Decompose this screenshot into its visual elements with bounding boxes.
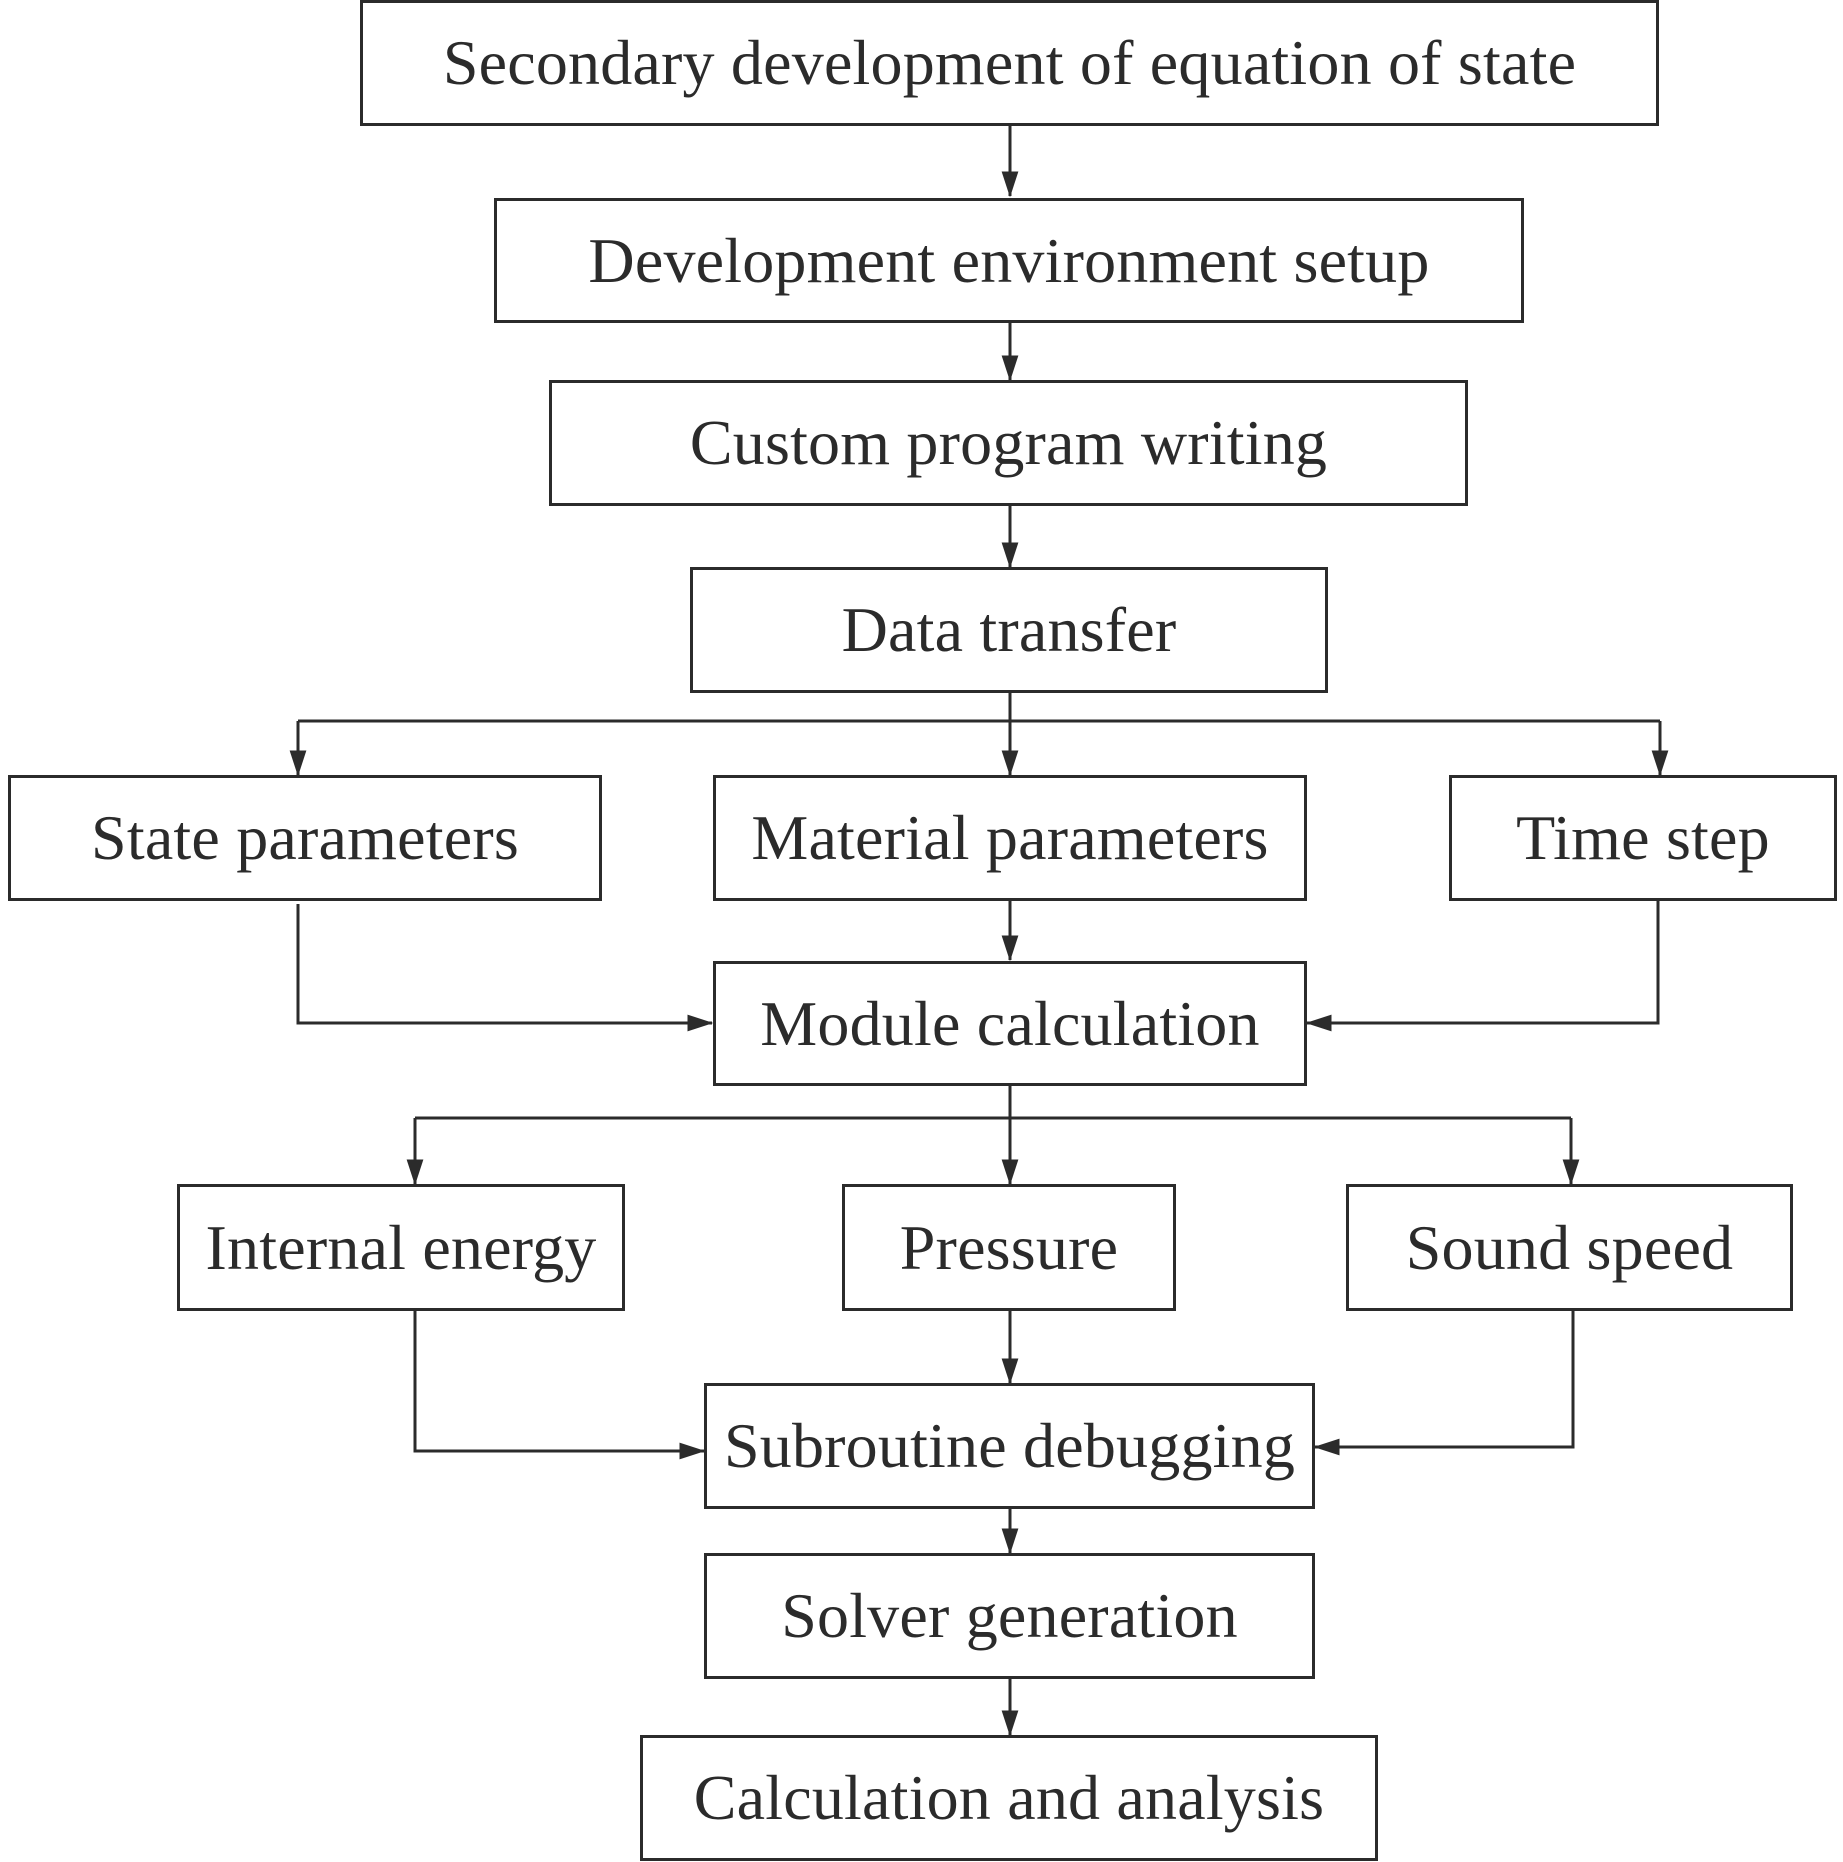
node-label: Development environment setup [588, 224, 1430, 296]
node-sound-speed: Sound speed [1346, 1184, 1793, 1311]
node-label: Subroutine debugging [723, 1410, 1296, 1481]
node-time-step: Time step [1449, 775, 1837, 901]
node-module-calculation: Module calculation [713, 961, 1307, 1086]
node-environment-setup: Development environment setup [494, 198, 1524, 323]
node-subroutine-debugging: Subroutine debugging [704, 1383, 1315, 1509]
node-label: Data transfer [841, 594, 1177, 665]
node-label: Module calculation [760, 987, 1260, 1059]
node-label: Custom program writing [689, 407, 1328, 478]
node-label: Material parameters [751, 802, 1269, 873]
edge-time-step-to-module [1305, 899, 1660, 1032]
edge-sound-speed-to-debugging [1313, 1310, 1575, 1456]
edge-state-to-module [296, 904, 714, 1032]
node-calculation-analysis: Calculation and analysis [640, 1735, 1378, 1861]
node-data-transfer: Data transfer [690, 567, 1328, 693]
node-pressure: Pressure [842, 1184, 1176, 1311]
node-label: Secondary development of equation of sta… [442, 27, 1577, 98]
node-label: State parameters [91, 802, 519, 873]
node-label: Calculation and analysis [693, 1762, 1325, 1833]
node-label: Time step [1516, 802, 1770, 873]
edge-internal-energy-to-debugging [413, 1310, 706, 1460]
node-secondary-development: Secondary development of equation of sta… [360, 0, 1659, 126]
node-material-parameters: Material parameters [713, 775, 1307, 901]
node-state-parameters: State parameters [8, 775, 602, 901]
node-solver-generation: Solver generation [704, 1553, 1315, 1679]
node-label: Internal energy [205, 1211, 597, 1283]
node-label: Pressure [899, 1211, 1119, 1283]
node-label: Solver generation [781, 1580, 1238, 1651]
node-program-writing: Custom program writing [549, 380, 1468, 506]
node-label: Sound speed [1405, 1211, 1734, 1283]
node-internal-energy: Internal energy [177, 1184, 625, 1311]
